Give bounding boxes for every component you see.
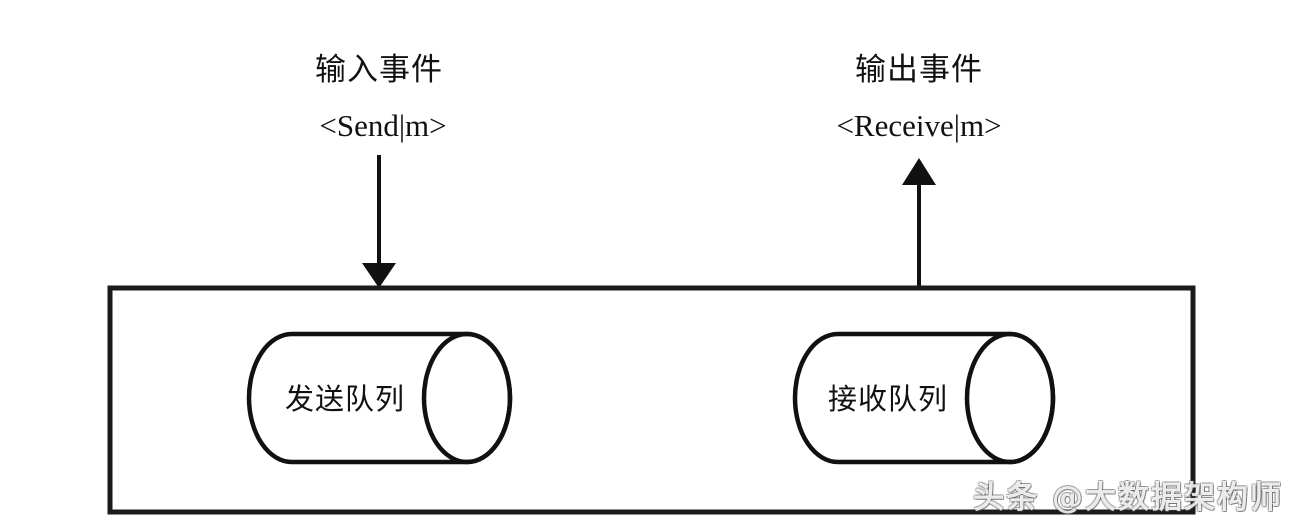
receive-queue-label: 接收队列 [828, 383, 948, 416]
receive-queue-cylinder: 接收队列 [792, 331, 1056, 465]
input-event-label-cjk: 输入事件 [315, 52, 443, 87]
send-queue-label: 发送队列 [285, 383, 405, 416]
input-event-arrow [362, 155, 396, 288]
output-event-label-cjk: 输出事件 [855, 52, 983, 87]
output-event-label-latin: <Receive|m> [836, 108, 1001, 143]
output-arrow-head-icon [902, 158, 936, 185]
send-queue-cap [421, 331, 513, 465]
input-arrow-head-icon [362, 263, 396, 288]
output-event-arrow [902, 158, 936, 286]
send-queue-cylinder: 发送队列 [246, 331, 513, 465]
receive-queue-cap [964, 331, 1056, 465]
input-event-label-latin: <Send|m> [319, 108, 446, 143]
